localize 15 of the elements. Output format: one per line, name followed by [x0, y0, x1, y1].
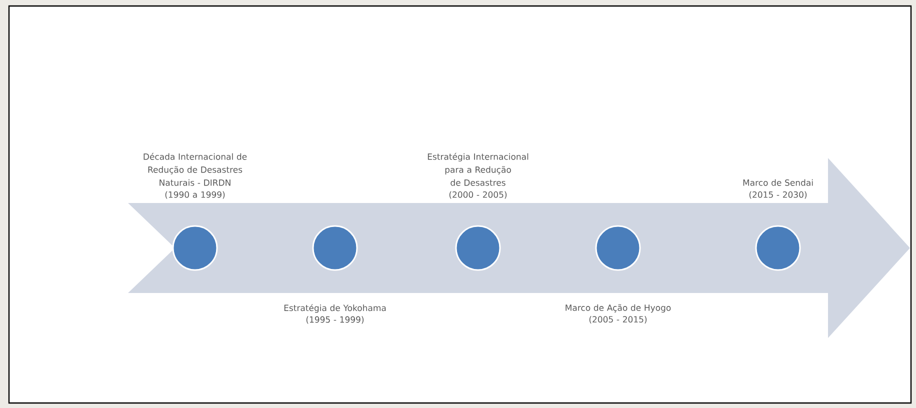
date-label: (2005 - 2015): [589, 316, 647, 324]
milestone-label: Estratégia Internacional para a Redução de Desastres: [428, 152, 528, 186]
timeline-circle: [595, 225, 641, 271]
milestone-label: Estratégia de Yokohama: [284, 304, 386, 313]
milestone-label: Marco de Sendai: [743, 179, 813, 186]
milestone-label: Marco de Ação de Hyogo: [566, 304, 671, 313]
timeline-circle: [755, 225, 801, 271]
milestone-label: Década Internacional de Redução de Desastres Naturais - DIRDN: [144, 152, 247, 186]
timeline-circle: [455, 225, 501, 271]
date-label: (2000 - 2005): [449, 191, 507, 199]
timeline-circle: [172, 225, 218, 271]
date-label: (2015 - 2030): [749, 191, 807, 199]
timeline-circle: [312, 225, 358, 271]
date-label: (1995 - 1999): [306, 316, 364, 324]
date-label: (1990 a 1999): [165, 191, 225, 199]
